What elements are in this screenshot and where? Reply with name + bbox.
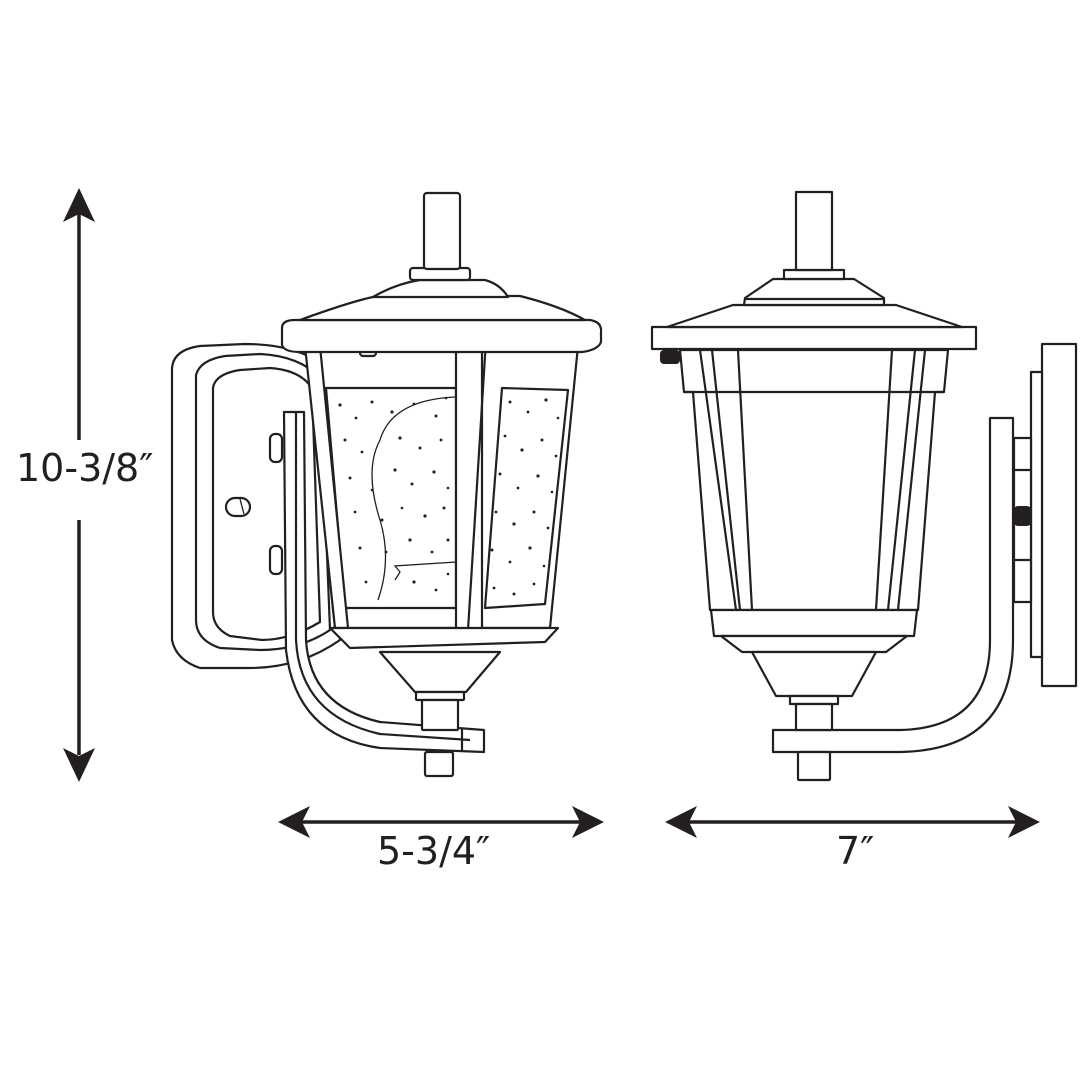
arrowhead-up-icon: [63, 188, 95, 222]
curved-arm: [282, 410, 486, 754]
bolt: [268, 544, 284, 576]
side-width-dimension-label: 5-3/4″: [377, 829, 491, 873]
wall-plate-profile: [1040, 342, 1078, 688]
bottom-cup: [378, 650, 502, 694]
bottom-finial: [423, 750, 455, 778]
seeded-glass-texture: [338, 396, 560, 596]
arrowhead-down-icon: [63, 748, 95, 782]
arrowhead-left-icon: [665, 806, 697, 838]
height-dimension-arrow: [63, 188, 95, 782]
seeded-glass-panel: [483, 386, 570, 610]
mounting-screw: [1014, 506, 1031, 526]
roof-rim: [280, 318, 603, 354]
lantern-cage: [678, 348, 950, 612]
screw: [224, 496, 252, 518]
set-screw: [660, 350, 680, 364]
arrowhead-right-icon: [572, 806, 604, 838]
roof-rim: [650, 325, 978, 351]
curved-arm: [771, 416, 1015, 754]
bottom-cup: [750, 650, 878, 698]
top-finial: [422, 191, 462, 271]
bottom-band: [709, 608, 919, 638]
front-width-dimension-label: 7″: [836, 829, 875, 873]
height-dimension-label: 10-3/8″: [16, 446, 154, 490]
arrowhead-right-icon: [1008, 806, 1040, 838]
roof-slope: [665, 303, 964, 329]
roof-cap: [371, 278, 510, 299]
front-view-lantern: [650, 190, 1078, 782]
roof-slope: [298, 294, 587, 322]
side-view-lantern: [170, 191, 603, 778]
bottom-band: [328, 626, 560, 650]
side-width-dimension-arrow: [278, 806, 604, 838]
front-width-dimension-arrow: [665, 806, 1040, 838]
arrowhead-left-icon: [278, 806, 310, 838]
top-finial: [794, 190, 834, 272]
roof-cap: [742, 277, 886, 307]
bottom-finial: [796, 750, 832, 782]
bolt: [268, 432, 284, 464]
